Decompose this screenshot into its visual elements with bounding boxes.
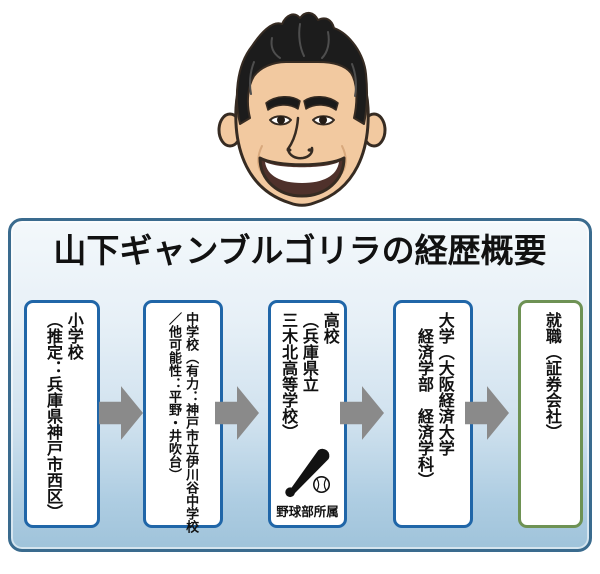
baseball xyxy=(312,476,330,494)
step-text-line: 大学（大阪経済大学 xyxy=(435,312,453,456)
step-university: 大学（大阪経済大学 経済学部 経済学科） xyxy=(393,300,473,528)
nose-bridge xyxy=(286,116,300,151)
step-text-line: 高校 xyxy=(320,312,338,344)
step-high-school: 高校 （兵庫県立 三木北高等学校） 野球部所属 xyxy=(268,300,347,528)
step-elementary-school: 小学校 （推定：兵庫県神戸市西区） xyxy=(24,300,100,528)
chin-line xyxy=(289,202,315,207)
man-face-avatar xyxy=(217,12,387,207)
right-arrow-icon xyxy=(99,386,143,440)
step-text-line: 経済学部 経済学科） xyxy=(415,312,432,488)
right-eyebrow xyxy=(303,96,339,111)
step-employment: 就職（証券会社） xyxy=(518,300,583,528)
teeth xyxy=(265,162,339,183)
step-text-line: 中学校（有力：神戸市立伊川谷中学校 xyxy=(184,312,200,533)
step-text: 大学（大阪経済大学 経済学部 経済学科） xyxy=(412,303,454,522)
step-text-line: ／他可能性：平野・井吹台） xyxy=(167,312,182,481)
step-text-line: 就職（証券会社） xyxy=(542,312,560,440)
right-pupil xyxy=(319,116,327,124)
baseball-bat-and-ball-icon xyxy=(284,448,330,498)
step-text-line: 三木北高等学校） xyxy=(279,312,297,440)
hair-strands xyxy=(249,23,357,97)
step-text-line: （兵庫県立 xyxy=(299,312,317,392)
panel-title: 山下ギャンブルゴリラの経歴概要 xyxy=(53,232,547,269)
left-eyebrow xyxy=(265,96,301,111)
step-junior-high-school: 中学校（有力：神戸市立伊川谷中学校 ／他可能性：平野・井吹台） xyxy=(143,300,223,533)
hair xyxy=(235,12,369,125)
step-text: 中学校（有力：神戸市立伊川谷中学校 ／他可能性：平野・井吹台） xyxy=(166,303,200,533)
right-nostril xyxy=(307,148,313,152)
step-text: 就職（証券会社） xyxy=(540,303,561,522)
left-nostril xyxy=(286,148,292,152)
step-text: 高校 （兵庫県立 三木北高等学校） xyxy=(276,303,338,452)
nose-tip xyxy=(286,146,314,160)
step-text: 小学校 （推定：兵庫県神戸市西区） xyxy=(41,303,83,522)
step-text-line: （推定：兵庫県神戸市西区） xyxy=(44,312,61,520)
step-text-line: 小学校 xyxy=(64,312,82,360)
career-panel: 山下ギャンブルゴリラの経歴概要 小学校 （推定：兵庫県神戸市西区） 中学校（有力… xyxy=(8,218,592,552)
baseball-club-badge: 野球部所属 xyxy=(276,505,339,519)
left-pupil xyxy=(277,116,285,124)
